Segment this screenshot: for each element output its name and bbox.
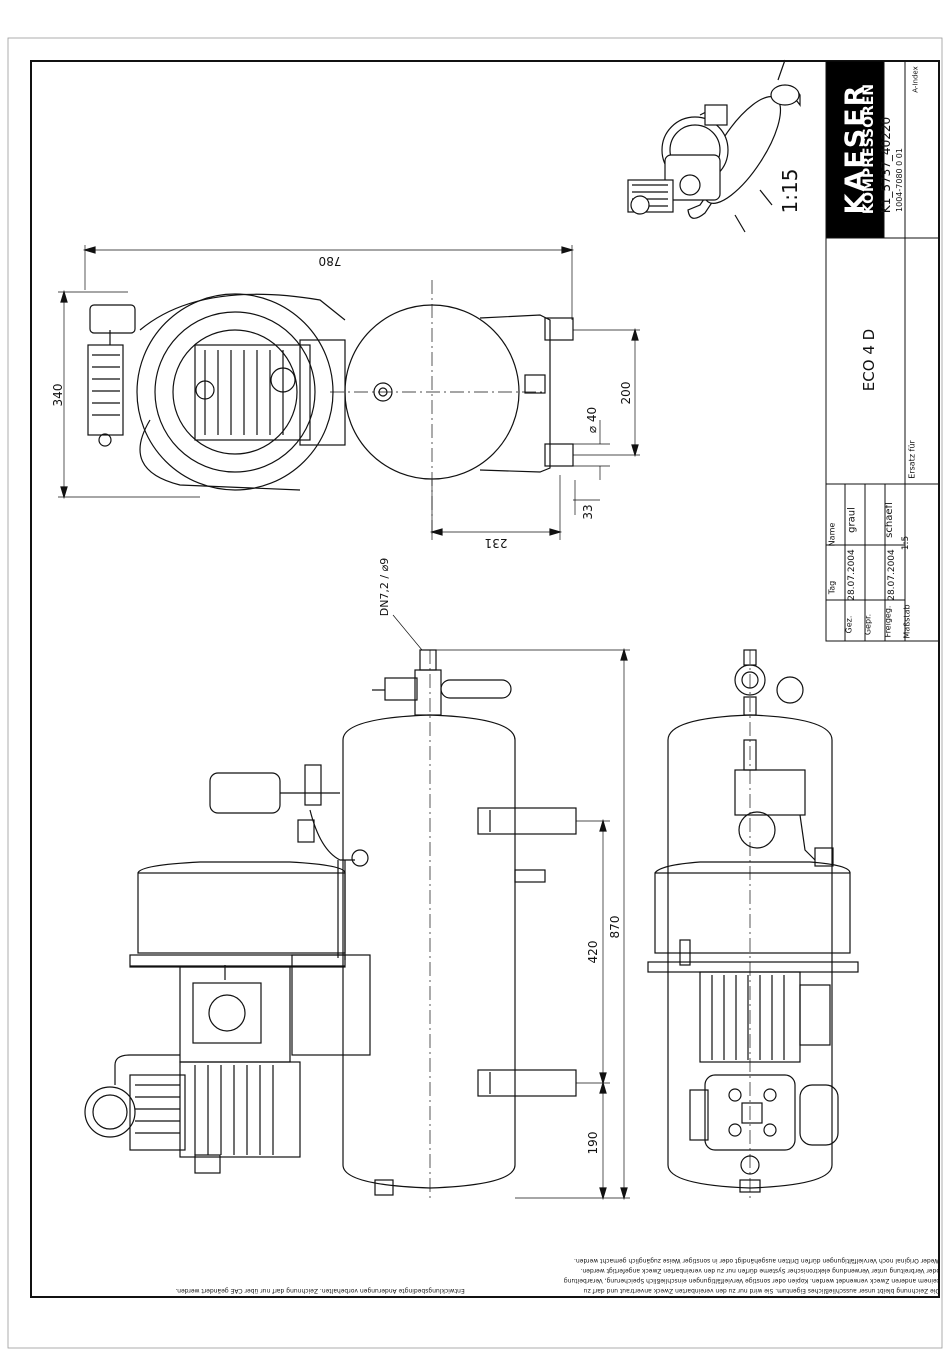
brand-subtitle: KOMPRESSOREN bbox=[861, 83, 877, 215]
date-drawn: 28.07.2004 bbox=[847, 549, 857, 601]
replace-label: Ersatz für bbox=[907, 440, 917, 479]
dim-depth-left: 340 bbox=[51, 383, 65, 407]
index-label: A-Index bbox=[911, 66, 920, 93]
col-tag: Tag bbox=[827, 580, 837, 595]
dim-foot-offset: 33 bbox=[581, 504, 595, 520]
title-block bbox=[825, 60, 940, 642]
row-drawn: Gez. bbox=[844, 615, 854, 634]
dim-total-height: 870 bbox=[608, 915, 622, 939]
drawing-border bbox=[30, 60, 940, 1298]
isometric-thumbnail bbox=[627, 59, 801, 233]
front-view bbox=[84, 614, 630, 1201]
change-note: Entwicklungsbedingte Änderungen vorbehal… bbox=[175, 1287, 465, 1294]
outer-frame bbox=[7, 37, 943, 1349]
copyright-note-4: Weder Original noch Vervielfältigungen d… bbox=[573, 1257, 940, 1264]
copyright-note-1: Die Zeichnung bleibt unser ausschließlic… bbox=[583, 1287, 940, 1294]
sub-number: 1004-7080 0 01 bbox=[895, 148, 904, 212]
model-name: ECO 4 D bbox=[860, 328, 878, 392]
copyright-note-2: keinem anderen Zweck verwendet werden. K… bbox=[563, 1277, 940, 1284]
dim-connection: DN7,2 / ⌀9 bbox=[378, 557, 391, 617]
dim-hole-dia: ⌀ 40 bbox=[585, 406, 599, 434]
row-scale: Maßstab bbox=[902, 604, 912, 639]
scale-label: 1:15 bbox=[778, 168, 802, 214]
scale-value: 1:5 bbox=[901, 535, 911, 551]
dim-foot-distance: 420 bbox=[586, 940, 600, 964]
drawing-number: K1_5737_40220 bbox=[879, 116, 893, 214]
copyright-note-3: oder Verbreitung unter Verwendung elektr… bbox=[580, 1267, 940, 1274]
col-name: Name bbox=[827, 522, 837, 547]
dim-foot-depth: 231 bbox=[484, 536, 508, 550]
top-view bbox=[58, 245, 640, 540]
name-released: schaefl bbox=[884, 502, 895, 538]
dim-bottom-height: 190 bbox=[586, 1131, 600, 1155]
date-released: 28.07.2004 bbox=[887, 549, 897, 601]
side-view bbox=[647, 649, 859, 1200]
row-checked: Gepr. bbox=[863, 613, 873, 636]
dim-foot-spacing: 200 bbox=[619, 381, 633, 405]
name-drawn: graul bbox=[846, 507, 858, 533]
dim-width-top: 780 bbox=[318, 254, 342, 268]
